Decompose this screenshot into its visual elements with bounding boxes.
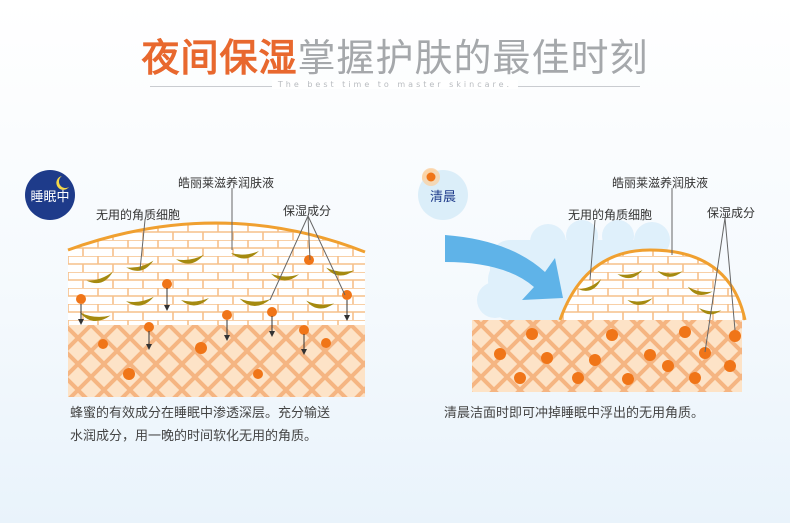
moisture-dot xyxy=(589,354,601,366)
night-description-line1: 蜂蜜的有效成分在睡眠中渗透深层。充分输送 xyxy=(70,406,331,421)
keratin-flake xyxy=(326,267,355,276)
night-description-line2: 水润成分，用一晚的时间软化无用的角质。 xyxy=(70,429,318,444)
moisture-dot xyxy=(299,325,309,335)
moisture-dot xyxy=(304,255,314,265)
page-title: 夜间保湿掌握护肤的最佳时刻 xyxy=(0,30,790,86)
night-leader-lines xyxy=(139,188,346,301)
moisture-dot xyxy=(572,372,584,384)
badge-night: 睡眠中 xyxy=(25,170,75,220)
moisture-dot xyxy=(699,347,711,359)
badge-morning: 清晨 xyxy=(418,170,468,220)
night-flakes xyxy=(79,251,355,321)
moisture-dot xyxy=(253,369,263,379)
subtitle-text: The best time to master skincare. xyxy=(271,80,519,89)
night-label-cells: 无用的角质细胞 xyxy=(96,208,181,222)
moisture-dot xyxy=(267,307,277,317)
moisture-dot xyxy=(689,372,701,384)
moisture-dot xyxy=(321,338,331,348)
moisture-dot xyxy=(622,373,634,385)
keratin-flake xyxy=(657,270,683,277)
title-highlight: 夜间保湿 xyxy=(141,35,298,80)
moisture-dot xyxy=(526,328,538,340)
keratin-flake xyxy=(687,286,713,296)
morning-label-cells: 无用的角质细胞 xyxy=(568,208,653,222)
keratin-flake xyxy=(578,278,602,291)
keratin-flake xyxy=(271,273,300,281)
keratin-flake xyxy=(617,270,643,279)
night-label-product: 皓丽莱滋养润肤液 xyxy=(178,176,275,190)
moisture-dot xyxy=(162,279,172,289)
keratin-flake xyxy=(86,271,114,284)
keratin-flake xyxy=(239,298,271,307)
keratin-flake xyxy=(176,254,204,264)
morning-flakes xyxy=(578,270,722,315)
moisture-dot xyxy=(729,330,741,342)
keratin-flake xyxy=(126,260,154,271)
keratin-flake xyxy=(698,308,722,315)
night-down-arrows xyxy=(78,288,350,355)
keratin-flake xyxy=(306,300,335,309)
curved-arrow-icon xyxy=(445,235,563,300)
morning-label-product: 皓丽莱滋养润肤液 xyxy=(612,176,709,190)
moisture-dot xyxy=(606,329,618,341)
morning-label-moisture: 保湿成分 xyxy=(707,206,756,220)
keratin-flake xyxy=(627,298,653,305)
moisture-dot xyxy=(514,372,526,384)
moisture-dot xyxy=(724,360,736,372)
night-moisture-dots xyxy=(76,255,352,380)
morning-cell-layer xyxy=(558,248,747,321)
night-label-moisture: 保湿成分 xyxy=(283,204,332,218)
moisture-dot xyxy=(662,360,674,372)
moisture-dot xyxy=(644,349,656,361)
keratin-flake xyxy=(181,298,209,306)
moisture-dot xyxy=(195,342,207,354)
moisture-dot xyxy=(144,322,154,332)
subtitle: The best time to master skincare. xyxy=(0,80,790,89)
moisture-dot xyxy=(679,326,691,338)
moisture-dot xyxy=(76,294,86,304)
moisture-dot xyxy=(342,290,352,300)
night-skin-lower xyxy=(68,325,365,397)
night-description: 蜂蜜的有效成分在睡眠中渗透深层。充分输送 水润成分，用一晚的时间软化无用的角质。 xyxy=(70,402,380,448)
keratin-flake xyxy=(79,312,111,321)
keratin-flake xyxy=(231,251,259,259)
morning-leader-lines xyxy=(589,188,736,353)
title-rest: 掌握护肤的最佳时刻 xyxy=(297,36,649,80)
moisture-dot xyxy=(494,348,506,360)
badge-morning-label: 清晨 xyxy=(429,189,456,205)
moisture-dot xyxy=(123,368,135,380)
moisture-dot xyxy=(98,339,108,349)
keratin-flake xyxy=(126,296,154,306)
morning-description: 清晨洁面时即可冲掉睡眠中浮出的无用角质。 xyxy=(444,406,705,421)
morning-moisture-dots xyxy=(494,326,741,385)
badge-night-label: 睡眠中 xyxy=(30,189,70,205)
moisture-dot xyxy=(222,310,232,320)
moisture-dot xyxy=(541,352,553,364)
night-cell-layer xyxy=(67,221,366,325)
